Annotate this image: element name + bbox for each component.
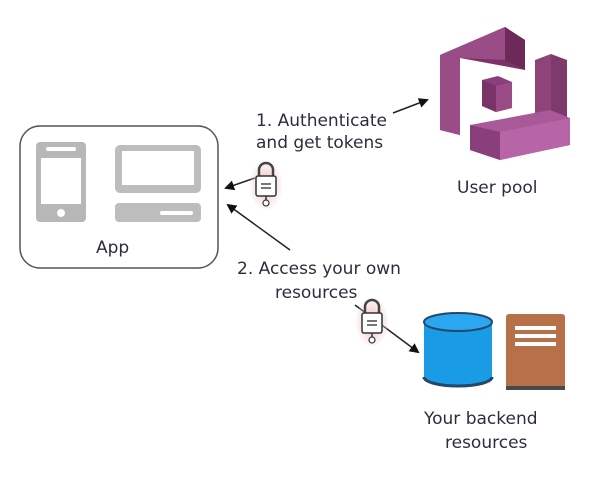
app-label: App: [96, 238, 130, 258]
padlock-token-icon: [250, 161, 282, 209]
document-icon: [506, 314, 565, 390]
desktop-computer-icon: [115, 145, 201, 222]
user-pool-label: User pool: [457, 178, 538, 198]
arrow-token-to-app: [224, 177, 256, 191]
padlock-token-icon: [356, 298, 388, 346]
step-1-label-line1: 1. Authenticate: [256, 111, 387, 131]
cognito-user-pool-icon: [440, 27, 570, 160]
database-icon: [422, 312, 494, 388]
step-1-label-line2: and get tokens: [256, 133, 384, 153]
step-2-label-line1: 2. Access your own: [237, 259, 401, 279]
arrow-to-user-pool: [392, 98, 429, 114]
backend-label-line2: resources: [445, 433, 528, 453]
step-2-label-line2: resources: [275, 283, 358, 303]
arrow-access-to-app: [226, 203, 291, 251]
backend-label-line1: Your backend: [424, 409, 538, 429]
mobile-phone-icon: [36, 142, 86, 222]
